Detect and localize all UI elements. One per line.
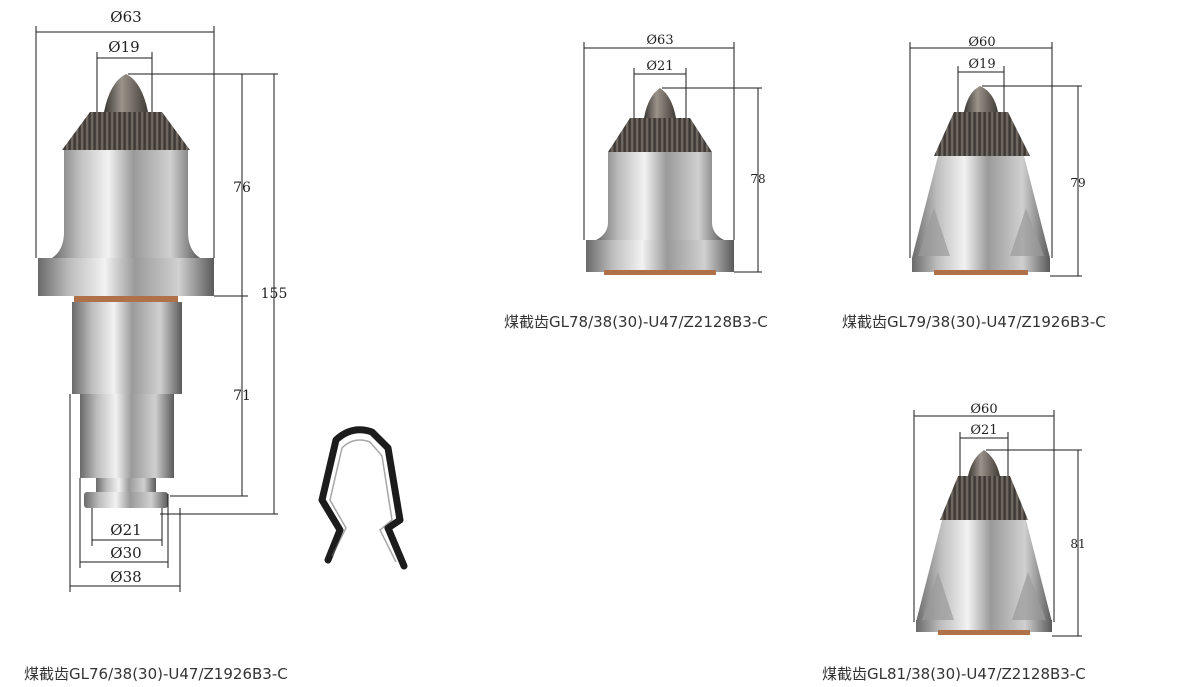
- dim-d-b: Ø30: [110, 544, 141, 562]
- pick-gl76: Ø63 Ø19 76 155 71 Ø21 Ø30 Ø38: [35, 8, 288, 592]
- dim-d-a: Ø21: [110, 521, 141, 539]
- carbide-cone: [608, 118, 712, 152]
- dim-d-tip: Ø21: [970, 423, 997, 438]
- dim-d-top: Ø60: [970, 402, 997, 417]
- dim-h-shank: 71: [233, 388, 251, 404]
- dim-h: 78: [750, 172, 765, 186]
- carbide-cone: [934, 112, 1030, 156]
- carbide-cone: [62, 112, 190, 150]
- carbide-tip: [964, 86, 998, 112]
- pick-gl81: Ø60 Ø21 81: [913, 402, 1086, 637]
- carbide-cone: [940, 476, 1028, 520]
- dim-h-head: 76: [233, 180, 251, 196]
- caption-gl78: 煤截齿GL78/38(30)-U47/Z2128B3-C: [504, 313, 768, 331]
- dim-h: 79: [1070, 176, 1085, 190]
- carbide-tip: [104, 74, 148, 112]
- pick-gl78: Ø63 Ø21 78: [583, 33, 766, 275]
- shank-lower: [80, 394, 174, 478]
- caption-gl76: 煤截齿GL76/38(30)-U47/Z1926B3-C: [24, 665, 288, 683]
- dim-d-tip: Ø19: [968, 57, 995, 72]
- dim-h-total: 155: [261, 286, 288, 302]
- caption-gl79: 煤截齿GL79/38(30)-U47/Z1926B3-C: [842, 313, 1106, 331]
- dim-h: 81: [1070, 537, 1085, 551]
- flange: [586, 240, 734, 272]
- head-body: [916, 520, 1052, 622]
- retaining-clip: [318, 426, 408, 570]
- head-body: [596, 152, 724, 240]
- flange: [38, 258, 214, 296]
- caption-gl81: 煤截齿GL81/38(30)-U47/Z2128B3-C: [822, 665, 1086, 683]
- pick-gl79: Ø60 Ø19 79: [909, 35, 1086, 277]
- dim-d-c: Ø38: [110, 568, 141, 586]
- dim-d-top: Ø63: [110, 8, 141, 26]
- dim-d-tip: Ø19: [108, 38, 139, 56]
- head-body: [52, 150, 200, 258]
- dim-d-top: Ø63: [646, 33, 673, 48]
- head-body: [912, 156, 1050, 258]
- dim-d-tip: Ø21: [646, 59, 673, 74]
- carbide-tip: [644, 88, 676, 118]
- carbide-tip: [968, 450, 1000, 476]
- shank-upper: [72, 302, 182, 394]
- dim-d-top: Ø60: [968, 35, 995, 50]
